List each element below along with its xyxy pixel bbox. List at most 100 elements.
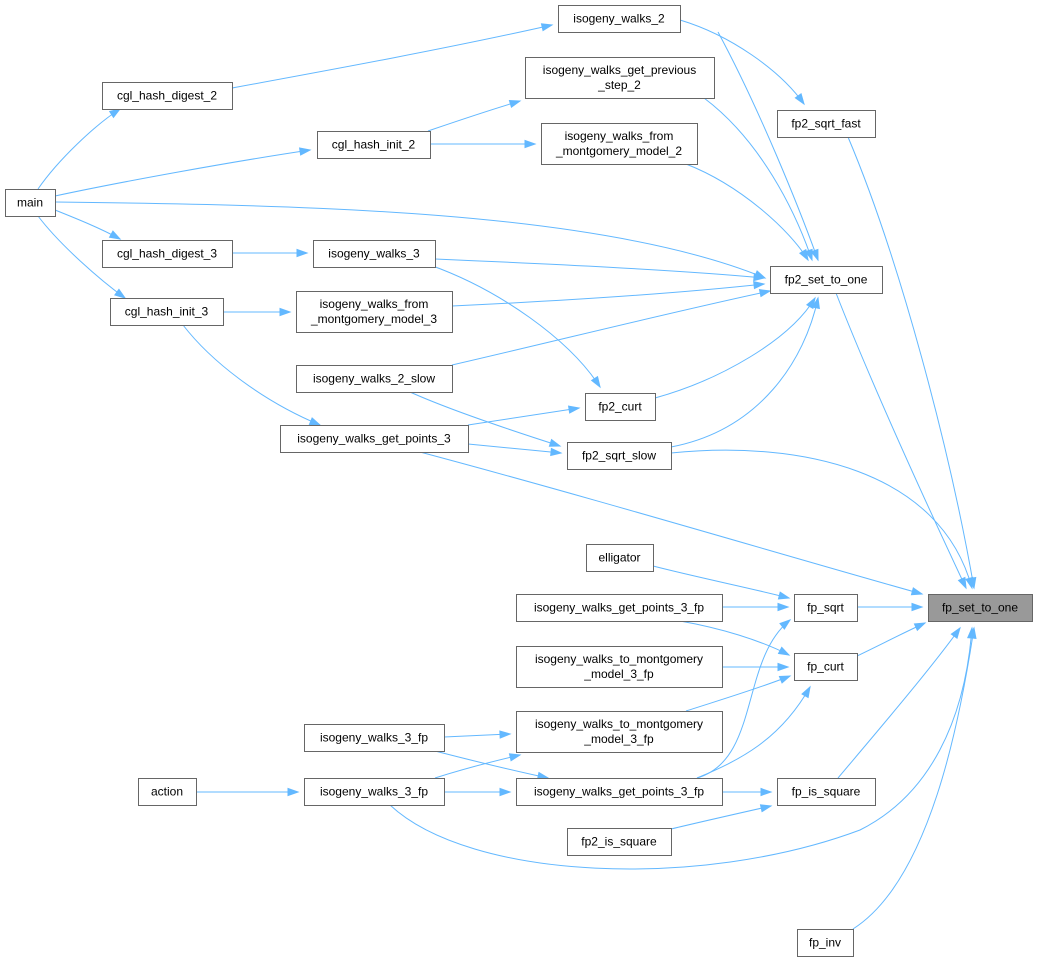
edge-isogeny_walks_3-to-fp2_curt — [429, 264, 601, 389]
edge-main-to-cgl_hash_digest_3 — [54, 209, 122, 240]
node-fp-inv[interactable]: fp_inv — [797, 929, 854, 957]
edge-arrowhead — [794, 92, 805, 106]
node-isogeny-walks-from-montgomery-model-2[interactable]: isogeny_walks_from_montgomery_model_2 — [541, 123, 698, 165]
edge-line — [434, 754, 521, 779]
edge-isogeny_walks_2-to-fp2_sqrt_fast — [679, 19, 805, 106]
node-fp2-sqrt-fast[interactable]: fp2_sqrt_fast — [777, 110, 876, 138]
edge-isogeny_walks_get_points_3_fp_b-to-fp_is_square — [721, 787, 773, 797]
edge-arrowhead — [760, 787, 773, 797]
node-fp-sqrt[interactable]: fp_sqrt — [794, 594, 858, 622]
node-isogeny-walks-3-fp-a[interactable]: isogeny_walks_3_fp — [304, 724, 445, 752]
edges-layer — [37, 19, 977, 930]
edge-fp_is_square-to-fp_set_to_one — [837, 626, 961, 779]
node-label: isogeny_walks_to_montgomery — [535, 652, 703, 666]
node-isogeny-walks-to-montgomery-model-3-fp-a[interactable]: isogeny_walks_to_montgomery_model_3_fp — [516, 646, 723, 688]
node-label: _model_3_fp — [583, 732, 654, 746]
edge-arrowhead — [287, 787, 300, 797]
edge-fp2_is_square-to-fp_is_square — [670, 804, 773, 830]
edge-line — [703, 97, 813, 261]
edge-arrowhead — [950, 626, 961, 639]
node-box — [110, 298, 224, 326]
edge-fp_curt-to-fp_set_to_one — [856, 622, 927, 657]
edge-line — [451, 290, 771, 366]
node-cgl-hash-digest-3[interactable]: cgl_hash_digest_3 — [102, 240, 233, 268]
node-box — [797, 929, 854, 957]
node-label: isogeny_walks_from — [320, 297, 429, 311]
node-label: isogeny_walks_get_points_3 — [297, 432, 451, 446]
edge-arrowhead — [279, 307, 292, 317]
node-label: isogeny_walks_3 — [328, 247, 420, 261]
node-fp2-sqrt-slow[interactable]: fp2_sqrt_slow — [567, 442, 672, 470]
edge-arrowhead — [913, 622, 927, 632]
edge-isogeny_walks_3_fp_a-to-isogeny_walks_get_points_3_fp_b — [434, 750, 550, 780]
edge-line — [54, 149, 311, 197]
node-isogeny-walks-get-points-3-fp-b[interactable]: isogeny_walks_get_points_3_fp — [516, 778, 723, 806]
edge-line — [429, 264, 601, 388]
node-isogeny-walks-3-fp-b[interactable]: isogeny_walks_3_fp — [304, 778, 445, 806]
node-isogeny-walks-2-slow[interactable]: isogeny_walks_2_slow — [296, 365, 453, 393]
edge-arrowhead — [298, 147, 312, 156]
node-fp-curt[interactable]: fp_curt — [794, 653, 858, 681]
node-isogeny-walks-3[interactable]: isogeny_walks_3 — [313, 240, 436, 268]
edge-arrowhead — [499, 730, 512, 739]
edge-line — [37, 215, 126, 299]
node-box — [296, 365, 453, 393]
node-label: fp2_curt — [598, 400, 642, 414]
node-label: _montgomery_model_2 — [555, 144, 682, 158]
node-isogeny-walks-get-previous-step-2[interactable]: isogeny_walks_get_previous_step_2 — [525, 57, 715, 99]
edge-line — [434, 258, 765, 279]
node-fp-set-to-one[interactable]: fp_set_to_one — [928, 594, 1033, 622]
edge-line — [434, 750, 549, 779]
edge-isogeny_walks_get_points_3_fp_b-to-fp_sqrt — [696, 619, 792, 779]
node-elligator[interactable]: elligator — [586, 544, 654, 572]
node-box — [567, 442, 672, 470]
node-action[interactable]: action — [138, 778, 197, 806]
node-label: fp_inv — [809, 936, 841, 950]
edge-line — [670, 805, 772, 830]
node-cgl-hash-digest-2[interactable]: cgl_hash_digest_2 — [102, 82, 233, 110]
node-box — [585, 393, 656, 421]
edge-fp_sqrt-to-fp_set_to_one — [856, 602, 924, 612]
node-label: main — [17, 196, 43, 210]
node-main[interactable]: main — [5, 189, 56, 217]
node-label: isogeny_walks_2 — [573, 12, 665, 26]
edge-isogeny_walks_get_points_3-to-fp_set_to_one — [419, 451, 924, 596]
edge-isogeny_walks_3_fp_a-to-isogeny_walks_to_montgomery_model_3_fp_b — [443, 730, 512, 739]
node-fp-is-square[interactable]: fp_is_square — [777, 778, 876, 806]
node-isogeny-walks-get-points-3-fp-a[interactable]: isogeny_walks_get_points_3_fp — [516, 594, 723, 622]
node-box — [770, 266, 883, 294]
edge-cgl_hash_init_2-to-isogeny_walks_from_montgomery_model_2 — [430, 139, 537, 149]
edge-line — [856, 622, 926, 657]
node-fp2-is-square[interactable]: fp2_is_square — [567, 828, 672, 856]
node-box — [541, 123, 698, 165]
node-cgl-hash-init-3[interactable]: cgl_hash_init_3 — [110, 298, 224, 326]
edge-arrowhead — [550, 447, 563, 457]
edge-cgl_hash_digest_2-to-isogeny_walks_2 — [231, 23, 554, 89]
node-label: fp_set_to_one — [942, 601, 1018, 615]
node-label: fp_is_square — [792, 785, 861, 799]
edge-arrowhead — [758, 289, 772, 298]
node-box — [516, 711, 723, 753]
node-label: isogeny_walks_3_fp — [320, 785, 428, 799]
node-isogeny-walks-from-montgomery-model-3[interactable]: isogeny_walks_from_montgomery_model_3 — [296, 291, 453, 333]
edge-arrowhead — [524, 139, 537, 149]
node-box — [516, 646, 723, 688]
node-fp2-curt[interactable]: fp2_curt — [585, 393, 656, 421]
edge-isogeny_walks_get_points_3_fp_a-to-fp_sqrt — [721, 602, 790, 612]
edge-line — [670, 297, 819, 448]
edge-isogeny_walks_3_fp_b-to-isogeny_walks_to_montgomery_model_3_fp_b — [434, 753, 522, 779]
edge-line — [696, 686, 811, 779]
node-box — [280, 425, 469, 453]
edge-line — [389, 627, 973, 870]
edge-line — [852, 627, 975, 930]
node-label: _step_2 — [597, 78, 641, 92]
node-cgl-hash-init-2[interactable]: cgl_hash_init_2 — [317, 131, 431, 159]
node-label: fp_sqrt — [807, 601, 844, 615]
node-box — [296, 291, 453, 333]
node-isogeny-walks-2[interactable]: isogeny_walks_2 — [558, 5, 681, 33]
node-fp2-set-to-one[interactable]: fp2_set_to_one — [770, 266, 883, 294]
edge-line — [54, 209, 121, 240]
edge-arrowhead — [777, 591, 791, 600]
node-isogeny-walks-to-montgomery-model-3-fp-b[interactable]: isogeny_walks_to_montgomery_model_3_fp — [516, 711, 723, 753]
node-isogeny-walks-get-points-3[interactable]: isogeny_walks_get_points_3 — [280, 425, 469, 453]
